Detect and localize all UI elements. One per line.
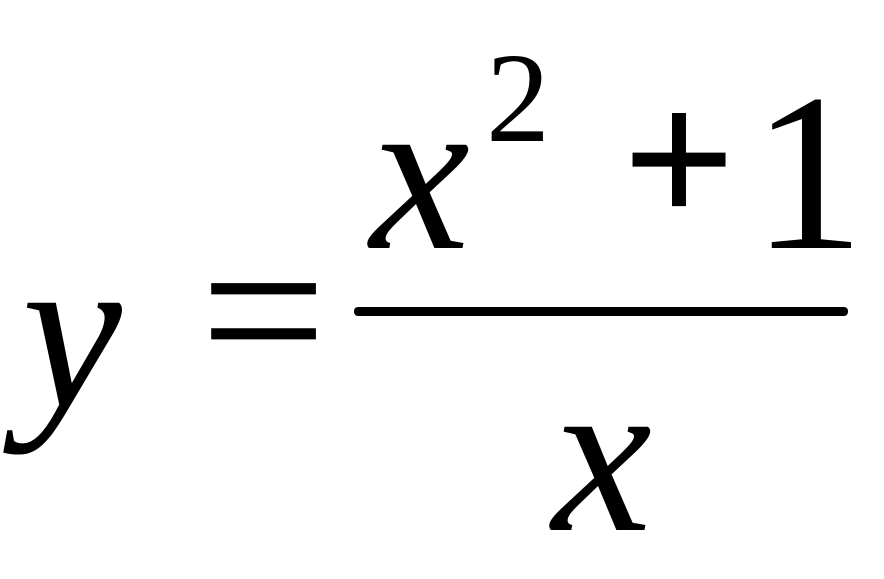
equals-sign: = — [200, 185, 327, 435]
numerator-constant: 1 — [752, 47, 865, 297]
equation: y = x 2 + 1 x — [22, 27, 865, 579]
lhs-variable: y — [22, 205, 122, 455]
numerator-variable: x — [370, 47, 470, 297]
fraction-bar — [354, 307, 848, 316]
numerator-exponent: 2 — [486, 27, 550, 169]
denominator-variable: x — [552, 329, 652, 579]
plus-operator: + — [622, 49, 736, 270]
